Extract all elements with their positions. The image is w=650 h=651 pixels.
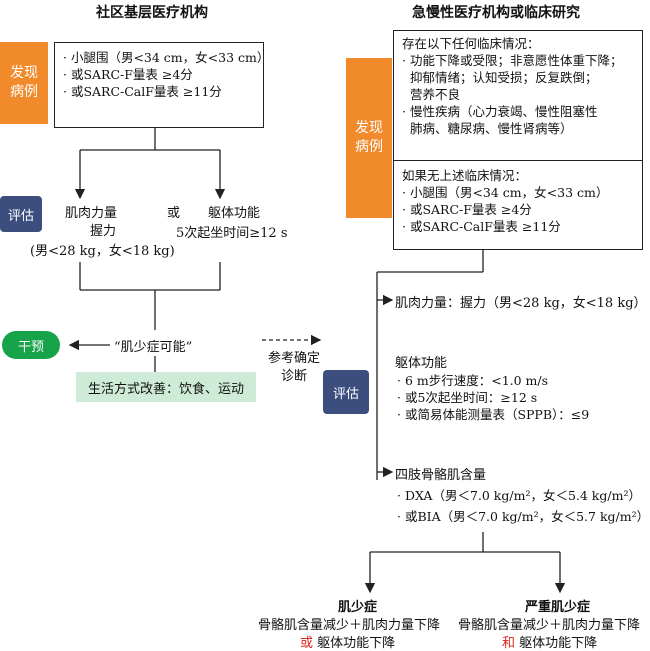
- left-muscle-strength-title: 肌肉力量: [65, 206, 118, 221]
- outcome-sarcopenia-or: 或: [300, 636, 314, 651]
- outcome-sarcopenia-line2: 躯体功能下降: [317, 636, 396, 651]
- left-or: 或: [167, 206, 181, 221]
- header-acute-care: 急慢性医疗机构或临床研究: [412, 5, 580, 21]
- clinical-conditions-section: 存在以下任何临床情况： · 功能下降或受限；非意愿性体重下降； 抑郁情绪；认知受…: [394, 31, 642, 161]
- right-physical-gait: · 6 m步行速度：<1.0 m/s: [397, 373, 549, 388]
- left-grip: 握力: [90, 224, 117, 239]
- left-physical-function-title: 躯体功能: [208, 206, 261, 221]
- lifestyle-box: 生活方式改善：饮食、运动: [76, 372, 256, 402]
- outcome-sarcopenia-title: 肌少症: [338, 600, 378, 615]
- outcome-sarcopenia-line1: 骨骼肌含量减少＋肌肉力量下降: [258, 618, 441, 633]
- left-chair-stand: 5次起坐时间≥12 s: [176, 226, 288, 241]
- label-assess-left: 评估: [0, 196, 42, 232]
- possible-sarcopenia: “肌少症可能”: [114, 340, 193, 355]
- clinical-condition-3: 营养不良: [402, 87, 460, 102]
- outcome-severe-title: 严重肌少症: [525, 600, 591, 615]
- left-screen-item-sarccalf: · 或SARC-CalF量表 ≥11分: [63, 84, 222, 99]
- left-screening-box: · 小腿围（男<34 cm，女<33 cm） · 或SARC-F量表 ≥4分 ·…: [54, 42, 270, 128]
- outcome-severe-and: 和: [502, 636, 516, 651]
- outcome-severe-line2: 躯体功能下降: [519, 636, 598, 651]
- clinical-condition-5: 肺病、糖尿病、慢性肾病等）: [402, 121, 573, 136]
- right-mass-bia: · 或BIA（男＜7.0 kg/m²，女＜5.7 kg/m²）: [397, 509, 650, 524]
- right-screen-item-calf: · 小腿围（男<34 cm，女<33 cm）: [402, 185, 609, 200]
- clinical-condition-1: · 功能下降或受限；非意愿性体重下降；: [402, 53, 623, 68]
- right-screen-item-sarcf: · 或SARC-F量表 ≥4分: [402, 202, 532, 217]
- right-physical-chair: · 或5次起坐时间：≥12 s: [397, 390, 538, 405]
- left-grip-criteria: (男<28 kg，女<18 kg): [30, 244, 175, 259]
- clinical-condition-4: · 慢性疾病（心力衰竭、慢性阻塞性: [402, 104, 598, 119]
- outcome-severe-line1: 骨骼肌含量减少＋肌肉力量下降: [458, 618, 641, 633]
- right-mass-title: 四肢骨骼肌含量: [395, 468, 487, 483]
- header-community-care: 社区基层医疗机构: [96, 5, 208, 21]
- no-conditions-section: 如果无上述临床情况： · 小腿围（男<34 cm，女<33 cm） · 或SAR…: [394, 161, 642, 241]
- label-find-cases-right: 发现 病例: [346, 58, 392, 218]
- label-find-cases-left: 发现 病例: [0, 42, 48, 124]
- right-strength: 肌肉力量：握力（男<28 kg，女<18 kg）: [395, 296, 647, 311]
- clinical-conditions-title: 存在以下任何临床情况：: [402, 36, 540, 51]
- left-screen-item-calf: · 小腿围（男<34 cm，女<33 cm）: [63, 50, 270, 65]
- no-conditions-title: 如果无上述临床情况：: [402, 168, 528, 183]
- outcome-severe-line2-row: 和 躯体功能下降: [502, 632, 597, 651]
- right-screen-item-sarccalf: · 或SARC-CalF量表 ≥11分: [402, 219, 561, 234]
- reference-diagnosis: 参考确定 诊断: [268, 351, 321, 384]
- right-screening-box: 存在以下任何临床情况： · 功能下降或受限；非意愿性体重下降； 抑郁情绪；认知受…: [393, 30, 643, 250]
- clinical-condition-2: 抑郁情绪；认知受损；反复跌倒；: [402, 70, 598, 85]
- left-screen-item-sarcf: · 或SARC-F量表 ≥4分: [63, 67, 193, 82]
- label-assess-right: 评估: [323, 370, 369, 414]
- right-mass-dxa: · DXA（男＜7.0 kg/m²，女＜5.4 kg/m²）: [397, 488, 641, 503]
- label-intervene: 干预: [2, 331, 60, 359]
- right-physical-title: 躯体功能: [395, 356, 448, 371]
- outcome-sarcopenia-line2-row: 或 躯体功能下降: [300, 632, 395, 651]
- right-physical-sppb: · 或简易体能测量表（SPPB）：≤9: [397, 407, 590, 422]
